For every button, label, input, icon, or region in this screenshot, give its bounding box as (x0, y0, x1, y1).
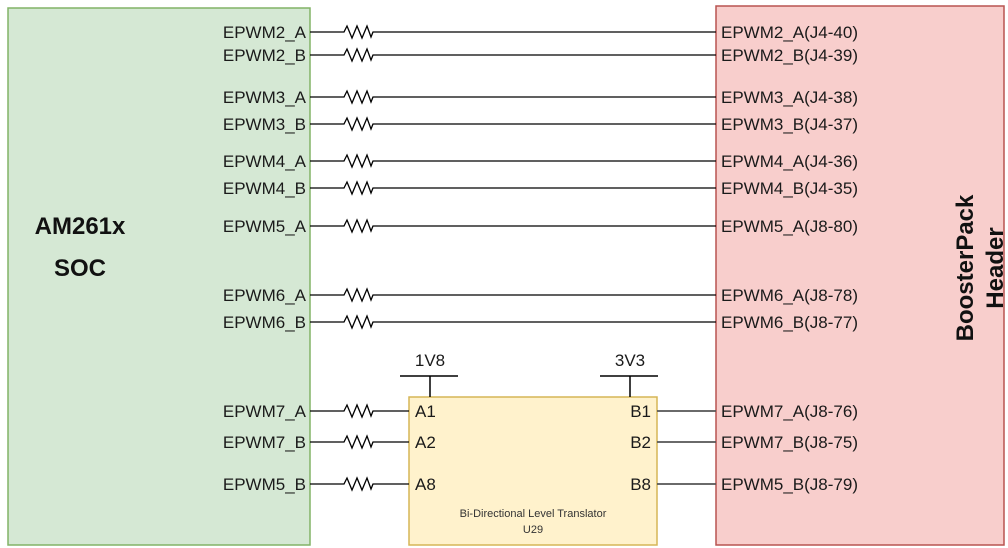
resistor-symbol (340, 287, 376, 303)
soc-pin-label: EPWM4_A (223, 152, 307, 171)
header-pin-label: EPWM4_A(J4-36) (721, 152, 858, 171)
header-pin-label: EPWM4_B(J4-35) (721, 179, 858, 198)
soc-pin-label: EPWM4_B (223, 179, 306, 198)
header-pin-label: EPWM3_B(J4-37) (721, 115, 858, 134)
resistor-symbol (340, 403, 376, 419)
translator-pin-a8: A8 (415, 475, 436, 494)
soc-block (7, 7, 311, 546)
soc-pin-label: EPWM7_A (223, 402, 307, 421)
header-pin-label: EPWM5_A(J8-80) (721, 217, 858, 236)
header-pin-label: EPWM2_A(J4-40) (721, 23, 858, 42)
signal-row: EPWM5_A EPWM5_A(J8-80) (223, 217, 858, 236)
header-pin-label: EPWM6_A(J8-78) (721, 286, 858, 305)
signal-row: EPWM2_A EPWM2_A(J4-40) (223, 23, 858, 42)
signal-row: EPWM3_A EPWM3_A(J4-38) (223, 88, 858, 107)
header-title-line2: Header (982, 227, 1008, 308)
resistor-symbol (340, 180, 376, 196)
resistor-symbol (340, 476, 376, 492)
resistor-symbol (340, 89, 376, 105)
header-pin-label: EPWM7_A(J8-76) (721, 402, 858, 421)
header-title-line1: BoosterPack (952, 194, 979, 341)
signal-row: EPWM4_A EPWM4_A(J4-36) (223, 152, 858, 171)
supply-1v8-label: 1V8 (415, 351, 445, 370)
signal-row: EPWM6_A EPWM6_A(J8-78) (223, 286, 858, 305)
signal-row: EPWM6_B EPWM6_B(J8-77) (223, 313, 858, 332)
resistor-symbol (340, 314, 376, 330)
translator-pin-b8: B8 (630, 475, 651, 494)
translator-pin-a2: A2 (415, 433, 436, 452)
translated-signal-row: EPWM5_B EPWM5_B(J8-79) (223, 475, 858, 494)
translator-label: Bi-Directional Level Translator (460, 508, 607, 520)
resistor-symbol (340, 218, 376, 234)
header-pin-label: EPWM2_B(J4-39) (721, 46, 858, 65)
signal-row: EPWM4_B EPWM4_B(J4-35) (223, 179, 858, 198)
resistor-symbol (340, 434, 376, 450)
resistor-symbol (340, 47, 376, 63)
soc-pin-label: EPWM5_A (223, 217, 307, 236)
translator-pin-b1: B1 (630, 402, 651, 421)
translated-signal-row: EPWM7_A EPWM7_A(J8-76) (223, 402, 858, 421)
translator-ref: U29 (523, 524, 543, 536)
resistor-symbol (340, 153, 376, 169)
soc-pin-label: EPWM5_B (223, 475, 306, 494)
soc-pin-label: EPWM6_B (223, 313, 306, 332)
translated-signal-row: EPWM7_B EPWM7_B(J8-75) (223, 433, 858, 452)
soc-pin-label: EPWM2_A (223, 23, 307, 42)
soc-title-line1: AM261x (35, 213, 126, 240)
soc-pin-label: EPWM3_A (223, 88, 307, 107)
translator-pin-b2: B2 (630, 433, 651, 452)
supply-3v3-label: 3V3 (615, 351, 645, 370)
soc-title-line2: SOC (54, 255, 106, 282)
soc-pin-label: EPWM2_B (223, 46, 306, 65)
header-pin-label: EPWM7_B(J8-75) (721, 433, 858, 452)
header-pin-label: EPWM3_A(J4-38) (721, 88, 858, 107)
signal-row: EPWM2_B EPWM2_B(J4-39) (223, 46, 858, 65)
wires-layer (310, 24, 716, 492)
level-translator-block (408, 396, 658, 546)
header-pin-label: EPWM6_B(J8-77) (721, 313, 858, 332)
header-block (715, 5, 1005, 546)
signal-row: EPWM3_B EPWM3_B(J4-37) (223, 115, 858, 134)
soc-pin-label: EPWM3_B (223, 115, 306, 134)
resistor-symbol (340, 24, 376, 40)
soc-pin-label: EPWM7_B (223, 433, 306, 452)
header-pin-label: EPWM5_B(J8-79) (721, 475, 858, 494)
soc-pin-label: EPWM6_A (223, 286, 307, 305)
translator-pin-a1: A1 (415, 402, 436, 421)
resistor-symbol (340, 116, 376, 132)
